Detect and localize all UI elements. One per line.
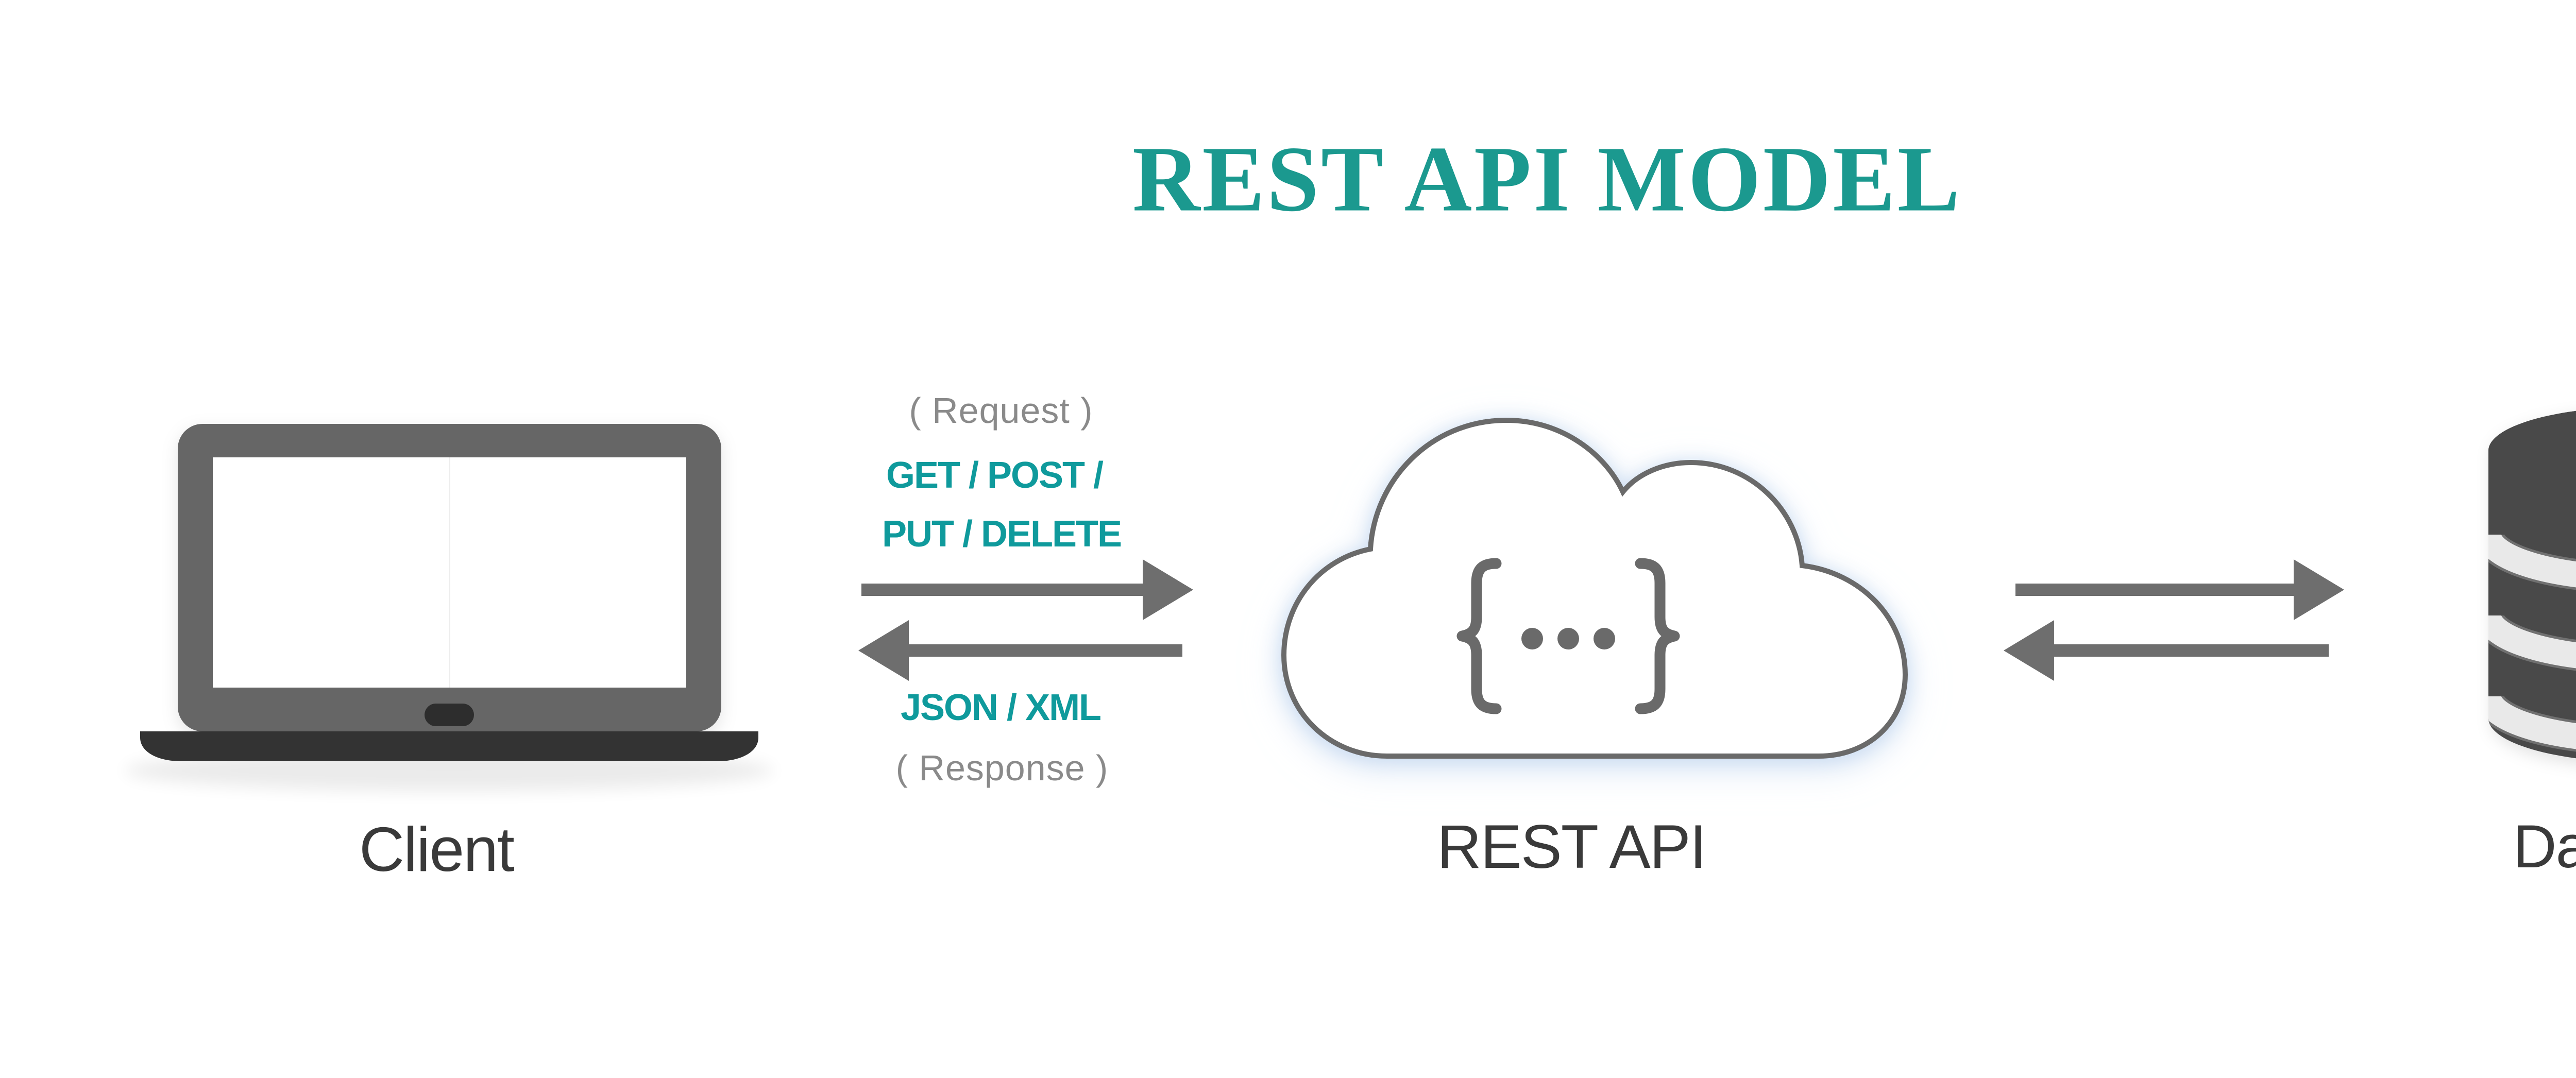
http-methods-line2: PUT / DELETE xyxy=(882,514,1122,555)
request-annotation: ( Request ) xyxy=(909,390,1093,431)
cloud-shape xyxy=(1281,417,1908,759)
ellipsis-dots-icon xyxy=(1521,628,1615,649)
response-annotation: ( Response ) xyxy=(895,748,1109,788)
api-to-database-arrow-icon xyxy=(2015,559,2344,620)
http-methods-line1: GET / POST / xyxy=(886,455,1104,496)
left-brace xyxy=(1456,558,1502,714)
database-to-api-arrow-icon xyxy=(2004,620,2329,681)
database-icon xyxy=(2488,410,2576,759)
database-stripes xyxy=(2488,533,2576,756)
laptop-base xyxy=(140,731,758,761)
page-title: REST API MODEL xyxy=(1132,127,1962,231)
code-braces-icon xyxy=(1456,558,1680,714)
response-arrow-icon xyxy=(858,620,1182,681)
api-node-label: REST API xyxy=(1436,812,1707,881)
client-node-label: Client xyxy=(359,814,515,884)
response-formats: JSON / XML xyxy=(900,687,1101,728)
database-body xyxy=(2488,410,2576,759)
laptop-icon xyxy=(125,424,774,791)
right-brace xyxy=(1635,558,1680,714)
api-cloud-icon xyxy=(1281,417,1908,759)
laptop-notch xyxy=(425,704,474,726)
database-top-disc xyxy=(2488,410,2576,491)
database-node-label: Database xyxy=(2513,813,2576,881)
request-arrow-icon xyxy=(861,559,1193,620)
